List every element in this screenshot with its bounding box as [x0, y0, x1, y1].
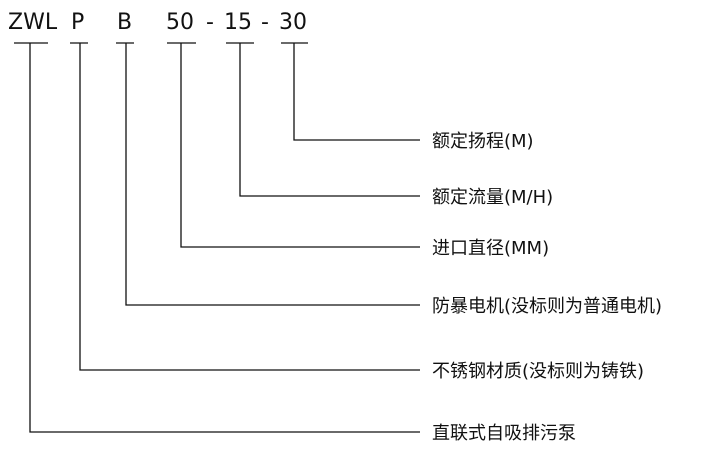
leader-explosion-proof: [125, 43, 420, 306]
code-p: P: [71, 10, 85, 35]
code-dash-2: -: [261, 10, 269, 35]
code-b: B: [117, 10, 133, 35]
leader-pump-type: [29, 43, 420, 433]
code-head: 30: [279, 10, 307, 35]
desc-explosion-proof: 防暴电机(没标则为普通电机): [432, 296, 663, 317]
leader-material: [79, 43, 420, 371]
code-diameter: 50: [166, 10, 194, 35]
desc-pump-type: 直联式自吸排污泵: [432, 423, 576, 444]
desc-diameter: 进口直径(MM): [432, 238, 550, 259]
code-flow: 15: [224, 10, 252, 35]
code-dash-1: -: [206, 10, 214, 35]
leader-head: [293, 43, 420, 141]
desc-head: 额定扬程(M): [432, 131, 534, 152]
leader-flow: [239, 43, 420, 197]
desc-material: 不锈钢材质(没标则为铸铁): [432, 361, 645, 382]
desc-flow: 额定流量(M/H): [432, 187, 554, 208]
leader-diameter: [180, 43, 420, 248]
code-zwl: ZWL: [8, 10, 58, 35]
